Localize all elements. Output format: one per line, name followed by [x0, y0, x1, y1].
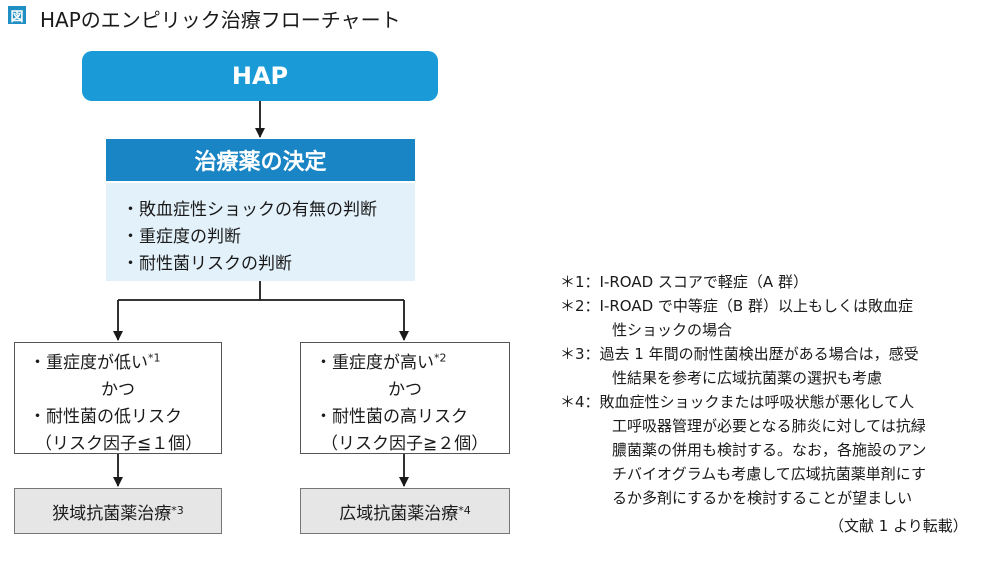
narrow-spectrum-result-box: 狭域抗菌薬治療*3 [14, 488, 222, 534]
footnote-3-cont: 性結果を参考に広域抗菌薬の選択も考慮 [612, 369, 883, 387]
condition-line: ・重症度が高い*2 [315, 351, 447, 373]
footnote-2: ＊2：I-ROAD で中等症（B 群）以上もしくは敗血症 [560, 297, 913, 315]
footnote-ref: *2 [434, 351, 447, 365]
source-citation: （文献 1 より転載） [829, 517, 968, 535]
condition-line: （リスク因子≧２個） [321, 434, 489, 454]
footnotes: ＊1：I-ROAD スコアで軽症（A 群） ＊2：I-ROAD で中等症（B 群… [560, 270, 926, 510]
criteria-box: ・敗血症性ショックの有無の判断 ・重症度の判断 ・耐性菌リスクの判断 [106, 183, 415, 281]
footnote-4-cont: チバイオグラムも考慮して広域抗菌薬単剤にす [612, 465, 926, 483]
criteria-item: ・敗血症性ショックの有無の判断 [122, 200, 377, 220]
figure-title: HAPのエンピリック治療フローチャート [40, 8, 401, 32]
footnote-4-cont: 膿菌薬の併用も検討する。なお，各施設のアン [612, 441, 927, 459]
footnote-4: ＊4：敗血症性ショックまたは呼吸状態が悪化して人 [560, 393, 915, 411]
footnote-3: ＊3：過去 1 年間の耐性菌検出歴がある場合は，感受 [560, 345, 919, 363]
criteria-item: ・重症度の判断 [122, 227, 241, 247]
footnote-4-cont: 工呼吸器管理が必要となる肺炎に対しては抗緑 [612, 417, 926, 435]
figure-label: 図 [8, 6, 26, 25]
footnote-4-cont: るか多剤にするかを検討することが望ましい [612, 489, 913, 507]
footnote-1: ＊1：I-ROAD スコアで軽症（A 群） [560, 273, 808, 291]
broad-spectrum-result-box: 広域抗菌薬治療*4 [300, 488, 510, 534]
decision-box: 治療薬の決定 [106, 139, 415, 181]
footnote-ref: *1 [148, 351, 161, 365]
hap-start-box: HAP [82, 51, 438, 101]
high-risk-condition-box: ・重症度が高い*2 かつ ・耐性菌の高リスク （リスク因子≧２個） [300, 342, 510, 454]
condition-line: （リスク因子≦１個） [35, 434, 203, 454]
condition-and: かつ [388, 380, 422, 400]
low-risk-condition-box: ・重症度が低い*1 かつ ・耐性菌の低リスク （リスク因子≦１個） [14, 342, 222, 454]
condition-line: ・耐性菌の低リスク [29, 407, 182, 427]
criteria-item: ・耐性菌リスクの判断 [122, 254, 292, 274]
condition-and: かつ [101, 380, 135, 400]
footnote-2-cont: 性ショックの場合 [612, 321, 733, 339]
condition-line: ・耐性菌の高リスク [315, 407, 468, 427]
condition-line: ・重症度が低い*1 [29, 351, 161, 373]
